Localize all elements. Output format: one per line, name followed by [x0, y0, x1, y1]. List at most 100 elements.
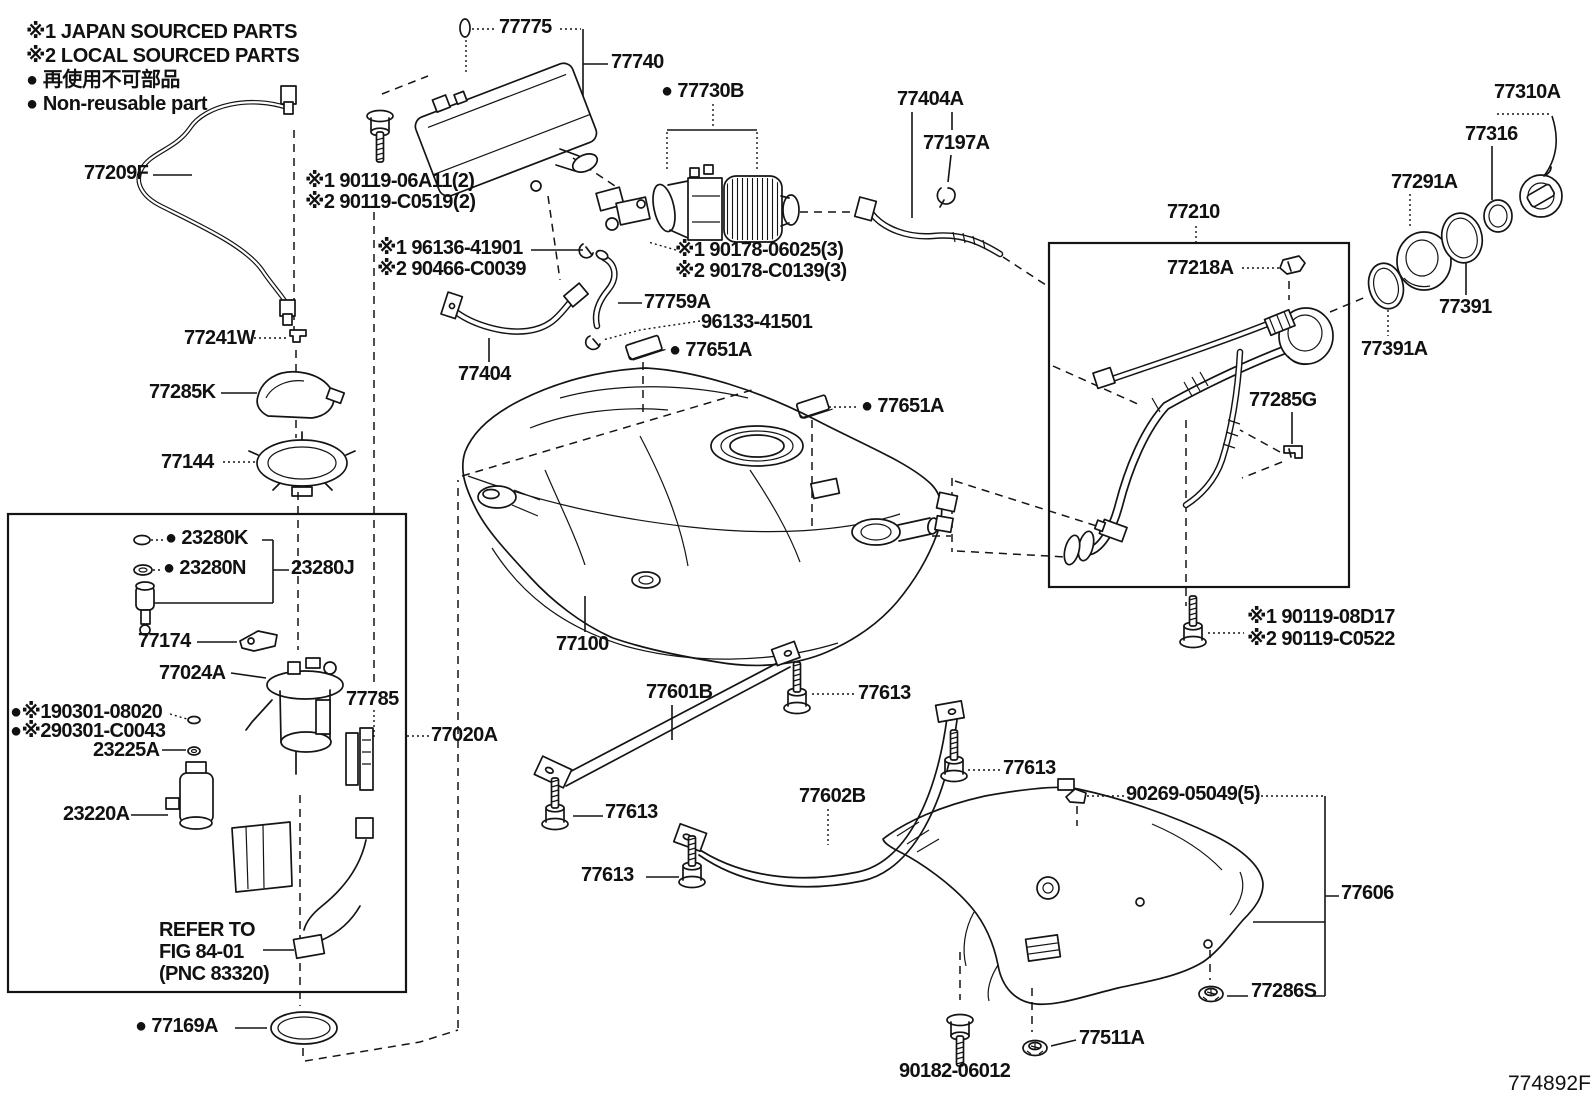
- part-77404: 77404: [458, 363, 511, 385]
- nut-77286s: [1198, 985, 1224, 1003]
- part-77613-3: 77613: [1003, 757, 1056, 779]
- part-77613-1: 77613: [858, 682, 911, 704]
- part-77613-4: 77613: [581, 864, 634, 886]
- part-77404a: 77404A: [897, 88, 964, 110]
- leader-lines: [131, 28, 1557, 1047]
- refer-note-3: (PNC 83320): [159, 963, 270, 985]
- clamp-96136: [578, 243, 594, 259]
- reservoir-cup: [231, 821, 293, 893]
- part-77174: 77174: [138, 630, 191, 652]
- part-77316: 77316: [1465, 123, 1518, 145]
- bolt-90119-08d17: [1179, 595, 1207, 649]
- part-77285g: 77285G: [1249, 389, 1317, 411]
- part-77144: 77144: [161, 451, 214, 473]
- part-90119-c0522: ※2 90119-C0522: [1247, 628, 1395, 650]
- pump-module-box: [6, 512, 408, 994]
- part-96133-41501: 96133-41501: [701, 311, 813, 333]
- cushion-77651a-2: [795, 394, 833, 419]
- part-23280k: ● 23280K: [165, 527, 249, 549]
- clip-77218a: [1279, 255, 1306, 275]
- part-77775: 77775: [499, 16, 552, 38]
- part-90119-08d17: ※1 90119-08D17: [1247, 606, 1395, 628]
- part-77100: 77100: [556, 633, 609, 655]
- filler-cap-parts: [1367, 166, 1563, 310]
- clip-90269: [1065, 788, 1087, 804]
- vapor-tube-77404: [440, 282, 590, 335]
- part-77291a: 77291A: [1391, 171, 1458, 193]
- part-77730b: ● 77730B: [661, 80, 745, 102]
- pump-plate-77024a: [245, 657, 344, 775]
- part-77651a-1: ● 77651A: [669, 339, 753, 361]
- clamp-96133: [584, 335, 601, 351]
- refer-note-2: FIG 84-01: [159, 941, 244, 963]
- figure-code: 774892F: [1508, 1072, 1591, 1095]
- part-77602b: 77602B: [799, 785, 866, 807]
- tank-band-77601b: [533, 640, 801, 789]
- bolt-90182-06012: [946, 1013, 974, 1067]
- part-77310a: 77310A: [1494, 81, 1561, 103]
- part-77606: 77606: [1341, 882, 1394, 904]
- pump-module-parts: [133, 329, 374, 1045]
- part-96136-41901: ※1 96136-41901: [377, 237, 523, 259]
- filler-pipe-box: [1047, 241, 1351, 589]
- part-90466-c0039: ※2 90466-C0039: [377, 258, 527, 280]
- legend-note-4: ● Non-reusable part: [26, 93, 208, 115]
- part-90178-06025: ※1 90178-06025(3): [675, 239, 844, 261]
- part-23220a: 23220A: [63, 803, 130, 825]
- part-77601b: 77601B: [646, 681, 713, 703]
- legend-note-3: ● 再使用不可部品: [26, 69, 181, 91]
- fuel-pump-23220a: [165, 761, 214, 830]
- refer-connector: [292, 933, 326, 960]
- construction-lines: [293, 75, 1369, 1062]
- part-90119-c0519: ※2 90119-C0519(2): [305, 191, 476, 213]
- part-77651a-2: ● 77651A: [861, 395, 945, 417]
- part-90178-c0139: ※2 90178-C0139(3): [675, 260, 847, 282]
- part-90269-05049: 90269-05049(5): [1126, 783, 1261, 805]
- refer-note-1: REFER TO: [159, 919, 256, 941]
- legend-note-2: ※2 LOCAL SOURCED PARTS: [26, 45, 300, 67]
- part-77285k: 77285K: [149, 381, 216, 403]
- part-290301-c0043: ●※290301-C0043: [10, 720, 166, 742]
- part-77020a: 77020A: [431, 724, 498, 746]
- part-77785: 77785: [346, 688, 399, 710]
- part-90182-06012: 90182-06012: [899, 1060, 1011, 1082]
- bolt-77613-1: [783, 661, 811, 715]
- part-190301-08020: ●※190301-08020: [10, 701, 163, 723]
- hose-77759a: [578, 243, 618, 351]
- clamp-77197a: [936, 187, 956, 208]
- part-23280n: ● 23280N: [163, 557, 247, 579]
- fuel-sender-77785: [303, 727, 374, 931]
- part-77169a: ● 77169A: [135, 1015, 219, 1037]
- clamp-77285g: [1283, 445, 1303, 459]
- charcoal-canister-drawing: [414, 18, 651, 231]
- part-77740: 77740: [611, 51, 664, 73]
- clamp-77241w: [289, 329, 307, 343]
- part-77209f: 77209F: [84, 162, 149, 184]
- bolt-90119-06a11: [366, 109, 394, 163]
- part-77174-drawing: [239, 630, 278, 652]
- nut-77511a: [1022, 1039, 1048, 1057]
- filler-pipe-drawing: [1063, 255, 1334, 566]
- part-77613-2: 77613: [605, 801, 658, 823]
- legend: ※1 JAPAN SOURCED PARTS ※2 LOCAL SOURCED …: [26, 20, 300, 116]
- fuel-tube-77209f: [136, 85, 297, 326]
- part-77197a: 77197A: [923, 132, 990, 154]
- part-77210: 77210: [1167, 201, 1220, 223]
- hose-77404a: [853, 187, 1004, 258]
- bolt-77613-3: [940, 729, 968, 783]
- part-77241w: 77241W: [184, 327, 256, 349]
- part-77759a: 77759A: [644, 291, 711, 313]
- tank-shield-77606: [882, 778, 1264, 1006]
- cover-77285k: [256, 370, 335, 419]
- part-77286s: 77286S: [1251, 980, 1317, 1002]
- injector-23280j: [135, 581, 155, 636]
- part-23280j: 23280J: [291, 557, 355, 579]
- cushion-77651a-1: [625, 334, 666, 361]
- canister-filter-drawing: [652, 164, 800, 243]
- part-77391a: 77391A: [1361, 338, 1428, 360]
- part-77024a: 77024A: [159, 662, 226, 684]
- part-77511a: 77511A: [1079, 1027, 1145, 1049]
- tank-band-77602b: [672, 700, 966, 888]
